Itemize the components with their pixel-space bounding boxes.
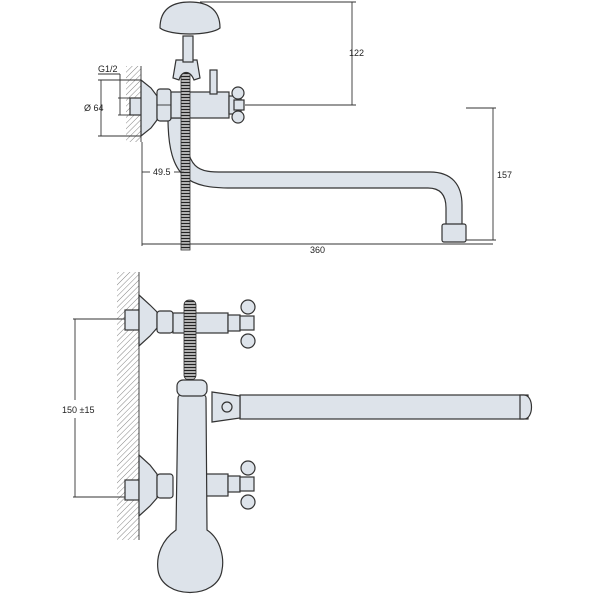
spout-drop-label: 157 [497,170,512,180]
spout-screw [221,401,233,413]
lower-nipple [124,479,140,501]
lower-flange [138,453,158,518]
upper-nut [156,310,174,334]
mixer-body [170,91,230,119]
upper-flange [138,293,158,348]
shower-hose [183,299,197,381]
wall-hatch [117,272,139,540]
upper-nipple [124,309,140,331]
shower-holder [176,379,208,397]
upper-body [172,312,229,334]
spout [167,117,463,227]
shower-hose [180,61,191,251]
flange-diameter-label: Ø 64 [84,103,104,113]
lower-nut [156,473,174,499]
spout-length-label: 360 [310,245,325,255]
hose-holder [172,59,201,81]
handle-cross[interactable] [228,86,245,124]
diverter-lever [209,69,218,95]
side-view: G1/2 Ø 64 122 49.5 157 360 [84,1,512,255]
dimension-lines [98,1,496,246]
wall-offset-label: 49.5 [153,167,171,177]
height-label: 122 [349,48,364,58]
inlet-spacing-label: 150 ±15 [62,405,94,415]
shower-head [159,1,221,35]
front-view: 150 ±15 [62,272,533,593]
upper-handle-cross[interactable] [227,299,256,349]
inlet-nipple [129,97,143,116]
lower-handle-cross[interactable] [227,460,256,510]
wall-flange [140,78,158,138]
dimension-lines [73,318,125,498]
spout-end [519,394,533,420]
thread-label: G1/2 [98,64,118,74]
spout-nozzle [441,223,467,243]
lower-body [204,473,229,497]
spout-pipe [239,394,529,420]
